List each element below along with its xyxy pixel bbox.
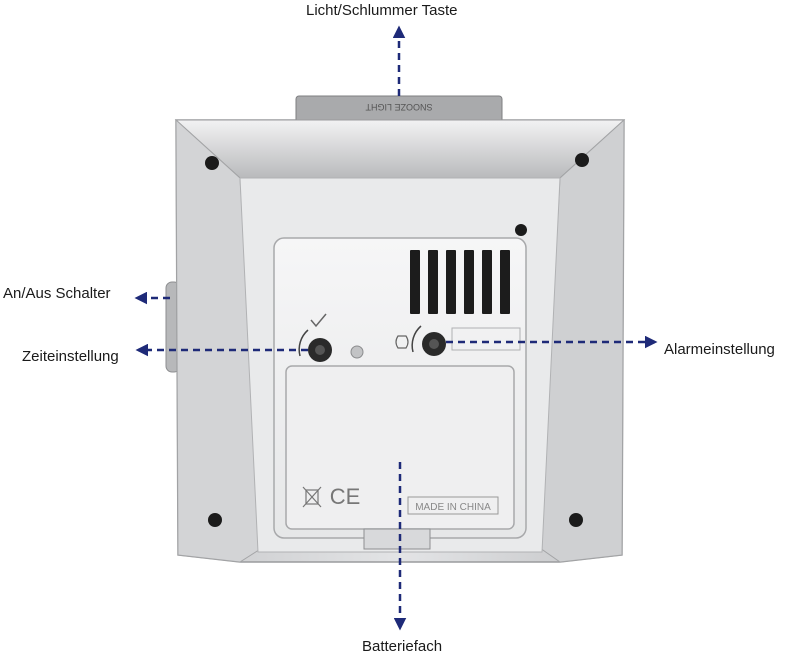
label-on-off-switch: An/Aus Schalter xyxy=(3,285,111,302)
screw-top-left xyxy=(205,156,219,170)
speaker-grille xyxy=(410,250,510,314)
made-in-china-text: MADE IN CHINA xyxy=(415,502,491,513)
snooze-bar-text: SNOOZE LIGHT xyxy=(365,102,433,112)
label-light-snooze-button: Licht/Schlummer Taste xyxy=(306,2,458,19)
label-alarm-setting: Alarmeinstellung xyxy=(664,341,775,358)
callout-arrows xyxy=(134,25,658,631)
label-battery-compartment: Batteriefach xyxy=(362,638,443,655)
alarm-setting-knob[interactable] xyxy=(395,325,521,356)
top-bevel xyxy=(174,119,626,179)
ce-mark: CE xyxy=(330,484,361,509)
label-time-setting: Zeiteinstellung xyxy=(22,348,119,365)
battery-latch[interactable] xyxy=(363,528,431,550)
time-setting-knob[interactable] xyxy=(298,313,332,362)
left-bevel xyxy=(175,118,263,563)
made-in-china-frame xyxy=(407,496,499,515)
screw-bottom-right xyxy=(569,513,583,527)
screw-inner xyxy=(515,224,527,236)
screw-bottom-left xyxy=(208,513,222,527)
screw-top-right xyxy=(575,153,589,167)
recycle-bin-icon xyxy=(302,486,322,508)
center-screw xyxy=(350,345,364,359)
